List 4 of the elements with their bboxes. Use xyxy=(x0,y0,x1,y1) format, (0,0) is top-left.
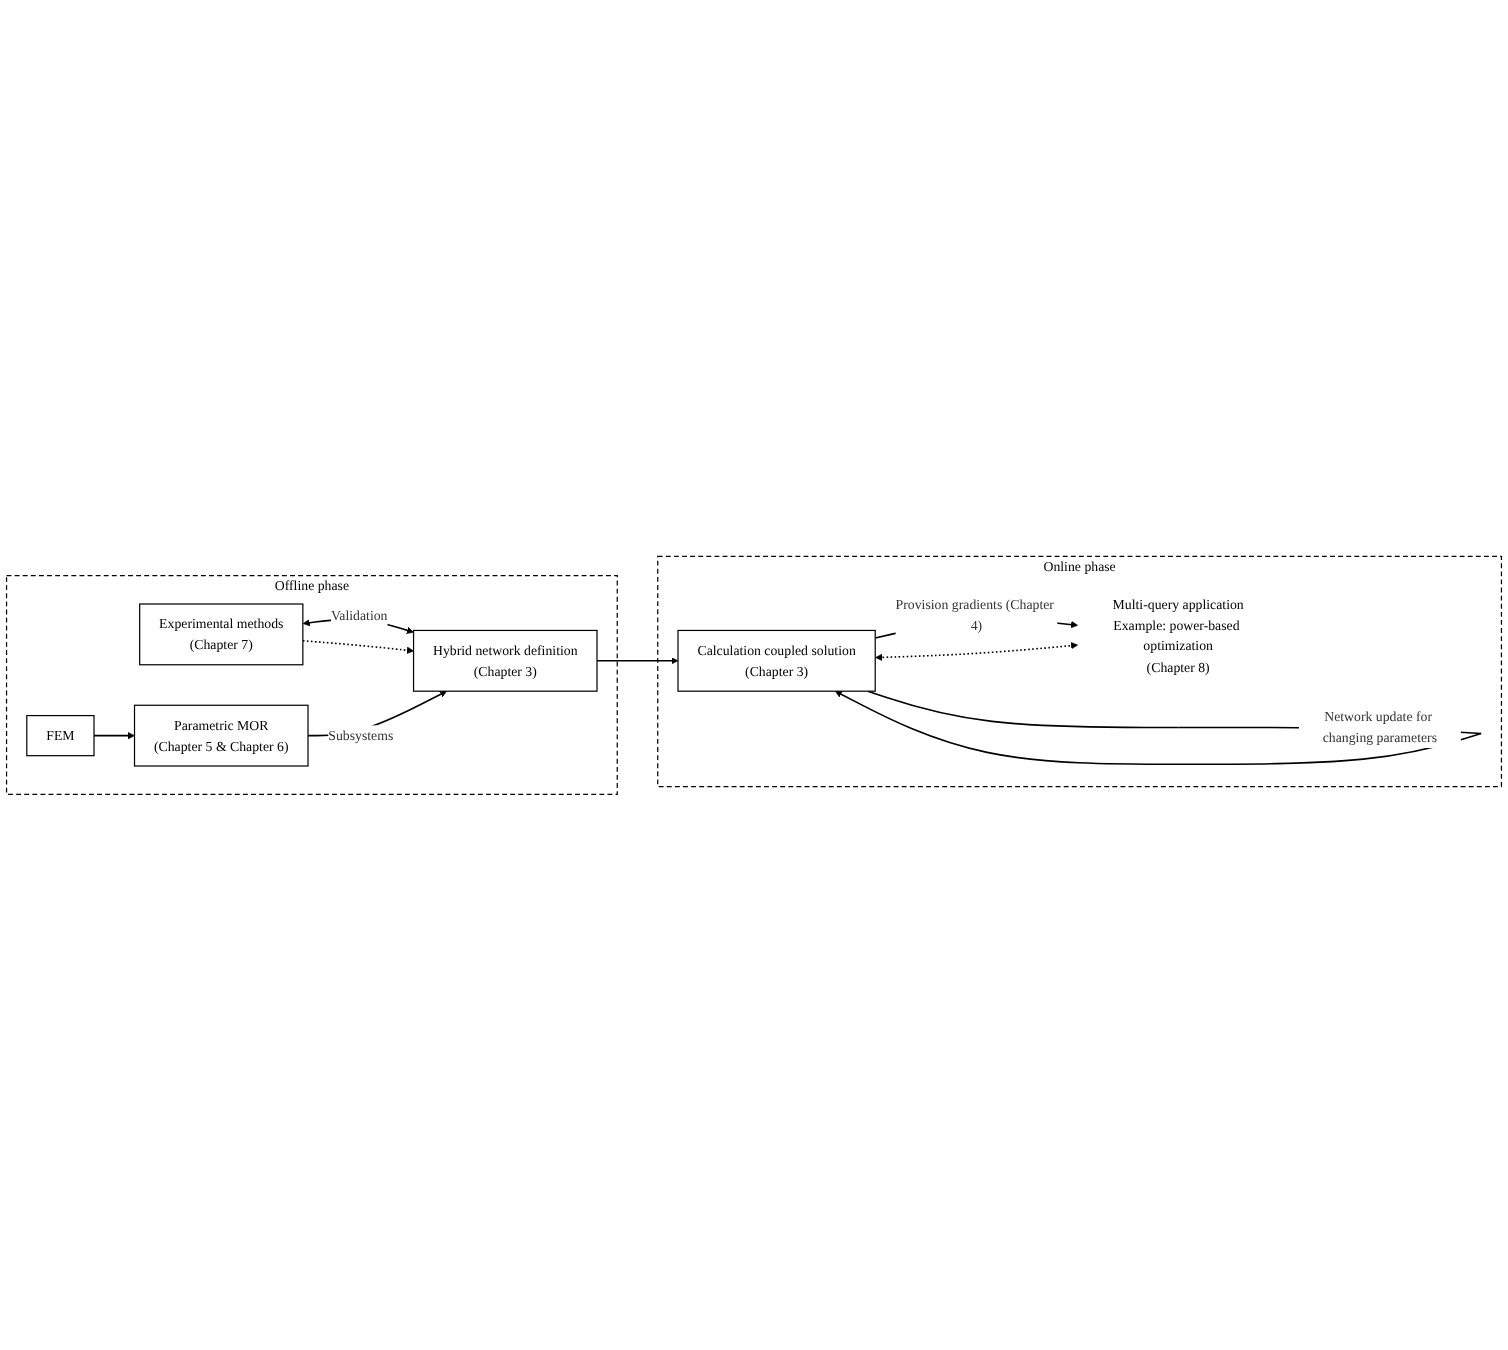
arrow xyxy=(302,639,414,654)
arrow xyxy=(875,641,1079,661)
arrow xyxy=(596,656,679,664)
arrow xyxy=(93,731,135,739)
